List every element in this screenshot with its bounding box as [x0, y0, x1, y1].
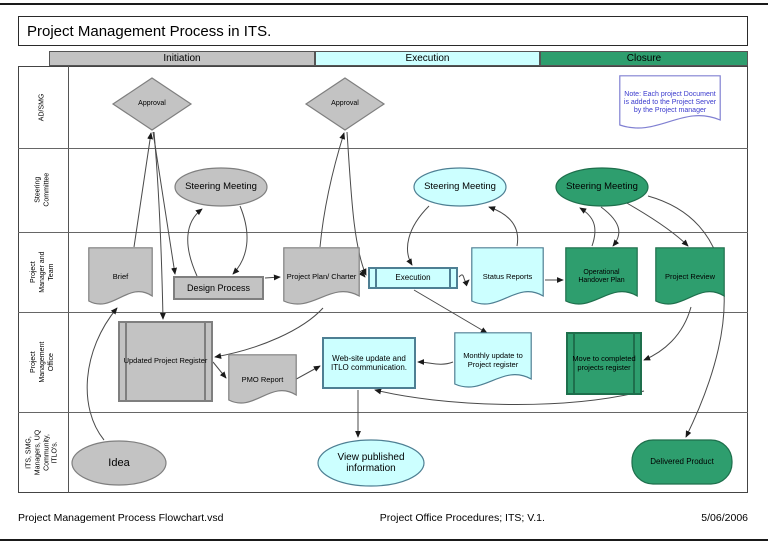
- node-monthly-update: Monthly update to Project register: [454, 332, 532, 390]
- node-steering-meeting-3: Steering Meeting: [555, 167, 649, 207]
- footer: Project Management Process Flowchart.vsd…: [18, 512, 748, 524]
- footer-filename: Project Management Process Flowchart.vsd: [18, 512, 224, 524]
- phase-label-initiation: Initiation: [163, 53, 201, 64]
- node-execution: Execution: [368, 267, 458, 289]
- node-steering-meeting-1: Steering Meeting: [174, 167, 268, 207]
- node-view-published-information: View published information: [317, 439, 425, 487]
- website-update-label: Web-site update and ITLO communication.: [330, 353, 408, 372]
- node-steering-meeting-2: Steering Meeting: [413, 167, 507, 207]
- approval-1-label: Approval: [138, 99, 166, 107]
- lane-label-its-smg-managers: ITS, SMG, Managers, UQ Community, ITLO's…: [25, 429, 59, 476]
- node-project-plan-charter: Project Plan/ Charter: [283, 247, 360, 307]
- lane-label-project-manager-team: Project Manager and Team: [29, 251, 55, 293]
- node-operational-handover-plan: Operational Handover Plan: [565, 247, 638, 307]
- phase-label-execution: Execution: [405, 53, 450, 64]
- lane-divider-4: [18, 412, 748, 413]
- page-top-edge: [0, 3, 768, 5]
- node-approval-2: Approval: [304, 77, 386, 131]
- page-title: Project Management Process in ITS.: [27, 22, 272, 40]
- swimlane-frame: [18, 66, 748, 493]
- project-plan-charter-label: Project Plan/ Charter: [286, 271, 357, 281]
- move-to-completed-label: Move to completed projects register: [572, 353, 636, 372]
- lane-label-project-management-office: Project Management Office: [29, 341, 55, 383]
- node-website-update: Web-site update and ITLO communication.: [322, 337, 416, 389]
- phase-label-closure: Closure: [626, 53, 662, 64]
- node-approval-1: Approval: [111, 77, 193, 131]
- idea-label: Idea: [108, 456, 130, 469]
- project-review-label: Project Review: [664, 271, 716, 281]
- phase-header-initiation: Initiation: [49, 51, 315, 66]
- phase-header-execution: Execution: [315, 51, 540, 66]
- lane-label-steering-committee: Steering Committee: [34, 173, 50, 207]
- steering-meeting-1-label: Steering Meeting: [185, 180, 257, 192]
- steering-meeting-2-label: Steering Meeting: [424, 180, 496, 192]
- diagram-title-box: Project Management Process in ITS.: [18, 16, 748, 46]
- lane-label-divider: [68, 66, 69, 493]
- operational-handover-plan-label: Operational Handover Plan: [578, 268, 625, 284]
- node-delivered-product: Delivered Product: [631, 439, 733, 485]
- steering-meeting-3-label: Steering Meeting: [566, 180, 638, 192]
- page-bottom-edge: [0, 539, 768, 541]
- lane-divider-2: [18, 232, 748, 233]
- node-move-to-completed: Move to completed projects register: [566, 332, 642, 395]
- monthly-update-label: Monthly update to Project register: [463, 351, 523, 369]
- status-reports-label: Status Reports: [482, 271, 533, 281]
- footer-date: 5/06/2006: [701, 512, 748, 524]
- node-brief: Brief: [88, 247, 153, 307]
- updated-project-register-label: Updated Project Register: [123, 356, 208, 366]
- lane-label-ad-smg: AD/SMG: [38, 93, 46, 121]
- execution-label: Execution: [395, 273, 431, 283]
- node-project-review: Project Review: [655, 247, 725, 307]
- node-pmo-report: PMO Report: [228, 354, 297, 406]
- node-note-document: Note: Each project Document is added to …: [619, 75, 721, 131]
- footer-document-title: Project Office Procedures; ITS; V.1.: [379, 512, 545, 524]
- node-design-process: Design Process: [173, 276, 264, 300]
- node-status-reports: Status Reports: [471, 247, 544, 307]
- view-published-information-label: View published information: [337, 451, 405, 475]
- lane-divider-3: [18, 312, 748, 313]
- design-process-label: Design Process: [186, 282, 251, 293]
- delivered-product-label: Delivered Product: [650, 457, 714, 467]
- note-document-label: Note: Each project Document is added to …: [623, 90, 717, 115]
- lane-divider-1: [18, 148, 748, 149]
- brief-label: Brief: [112, 271, 129, 281]
- node-idea: Idea: [71, 440, 167, 486]
- pmo-report-label: PMO Report: [241, 374, 284, 384]
- approval-2-label: Approval: [331, 99, 359, 107]
- phase-header-closure: Closure: [540, 51, 748, 66]
- node-updated-project-register: Updated Project Register: [118, 321, 213, 402]
